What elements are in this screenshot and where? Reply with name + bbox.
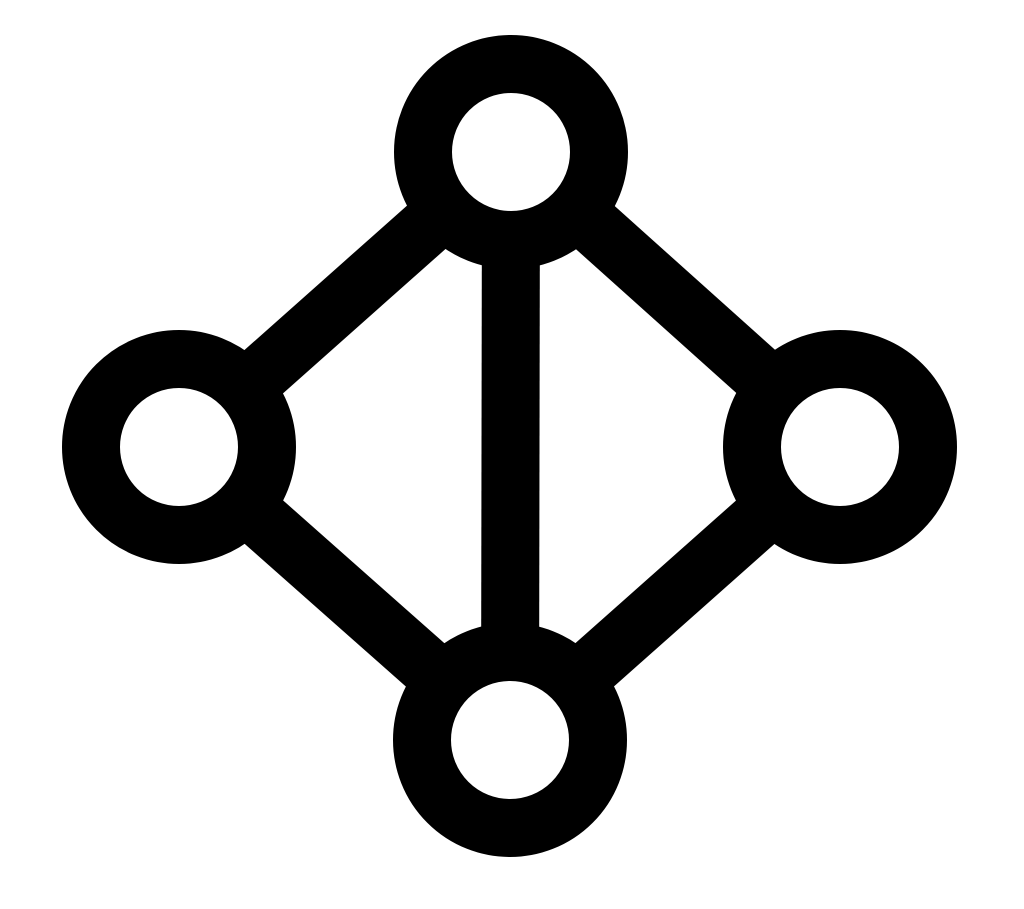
node-left	[62, 330, 296, 564]
node-right	[723, 330, 957, 564]
node-bottom	[393, 623, 627, 857]
node-top	[394, 35, 628, 269]
nodes-layer	[62, 35, 957, 857]
